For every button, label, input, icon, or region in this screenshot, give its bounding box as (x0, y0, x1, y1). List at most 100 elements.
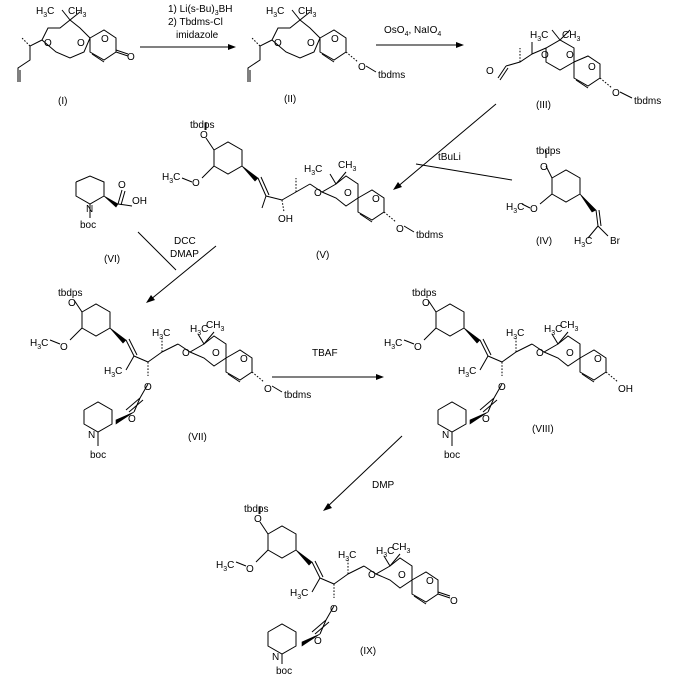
tbdms-label: tbdms (634, 96, 661, 107)
tbdps-label: tbdps (412, 288, 436, 299)
atom-O: O (372, 194, 380, 205)
atom-O: O (144, 382, 152, 393)
atom-O: O (246, 564, 254, 575)
atom-O: O (192, 178, 200, 189)
reagent-step-3: tBuLi (438, 152, 461, 163)
compound-label-II: (II) (284, 94, 296, 105)
methyl-label: H3C (574, 236, 592, 249)
atom-O: O (118, 180, 126, 191)
bromine-label: Br (610, 236, 621, 247)
atom-O: O (331, 34, 339, 45)
methyl-label: CH3 (206, 320, 224, 333)
atom-O: O (60, 342, 68, 353)
methyl-label: H3C (530, 30, 548, 43)
tbdps-label: tbdps (190, 120, 214, 131)
methyl-label: H3C (304, 164, 322, 177)
reagent-step-6: DMP (372, 480, 395, 491)
atom-O: O (612, 88, 620, 99)
methyl-label: H3C (36, 6, 54, 19)
compound-V: tbdps O O H3C OH O O O O tbdms H3C CH3 (… (162, 120, 443, 261)
reagent-step-1-line-2: 2) Tbdms-Cl (168, 17, 223, 28)
reagent-step-4-line-1: DCC (174, 236, 196, 247)
atom-O: O (344, 188, 352, 199)
atom-O: O (541, 50, 549, 61)
atom-O: O (200, 130, 208, 141)
methyl-label: H3C (290, 588, 308, 601)
compound-II: O O O O tbdms H3C CH3 (II) (247, 6, 405, 105)
reagent-step-5: TBAF (312, 348, 338, 359)
boc-label: boc (444, 450, 460, 461)
methyl-label: H3C (376, 546, 394, 559)
compound-IX: tbdps O O H3C H3C O H3C O O O O H3C CH3 … (216, 504, 458, 677)
hydroxyl-label: OH (132, 196, 147, 207)
atom-O: O (127, 52, 135, 63)
atom-O: O (307, 38, 315, 49)
methyl-label: CH3 (562, 30, 580, 43)
methyl-label: CH3 (392, 542, 410, 555)
reagent-step-1-line-1: 1) Li(s-Bu)3BH (168, 4, 233, 17)
methyl-label: H3C (544, 324, 562, 337)
arrow-step-3 (393, 103, 513, 190)
tbdps-label: tbdps (58, 288, 82, 299)
atom-O: O (264, 384, 272, 395)
atom-O: O (566, 50, 574, 61)
compound-IV: tbdps O O H3C H3C Br (IV) (506, 146, 621, 249)
atom-O: O (101, 34, 109, 45)
boc-label: boc (90, 450, 106, 461)
atom-O: O (274, 38, 282, 49)
compound-III: O O O O O tbdms H3C CH3 (III) (486, 29, 661, 111)
methyl-label: H3C (216, 560, 234, 573)
nitrogen-label: N (88, 430, 95, 441)
compound-label-V: (V) (316, 250, 329, 261)
atom-O: O (128, 414, 136, 425)
nitrogen-label: N (272, 652, 279, 663)
methyl-label: H3C (162, 172, 180, 185)
methyl-label: H3C (30, 338, 48, 351)
reagent-step-4-line-2: DMAP (170, 249, 199, 260)
atom-O: O (426, 576, 434, 587)
methyl-label: H3C (506, 328, 524, 341)
atom-O: O (182, 348, 190, 359)
compound-VIII: tbdps O O H3C H3C O H3C O O O OH H3C CH3… (384, 288, 633, 461)
atom-O: O (422, 298, 430, 309)
atom-O: O (68, 298, 76, 309)
atom-O: O (44, 38, 52, 49)
atom-O: O (588, 62, 596, 73)
arrow-step-6 (323, 435, 403, 511)
compound-I: O O O O H3C CH3 (I) (17, 6, 135, 107)
atom-O: O (212, 348, 220, 359)
compound-label-IV: (IV) (536, 236, 552, 247)
compound-VII: tbdps O O H3C H3C O H3C O O O O tbdms H3… (30, 288, 311, 461)
atom-O: O (77, 38, 85, 49)
atom-O: O (254, 514, 262, 525)
methyl-label: H3C (458, 366, 476, 379)
atom-O: O (594, 354, 602, 365)
atom-O: O (498, 382, 506, 393)
hydroxyl-label: OH (618, 384, 633, 395)
methyl-label: CH3 (298, 6, 316, 19)
arrow-step-5 (272, 374, 384, 380)
atom-O: O (566, 348, 574, 359)
arrow-step-4 (137, 231, 217, 303)
tbdms-label: tbdms (284, 390, 311, 401)
boc-label: boc (276, 666, 292, 677)
tbdps-label: tbdps (244, 504, 268, 515)
methyl-label: H3C (338, 550, 356, 563)
compound-VI: N O OH boc (VI) (75, 175, 147, 265)
methyl-label: H3C (152, 328, 170, 341)
atom-O: O (396, 224, 404, 235)
methyl-label: H3C (266, 6, 284, 19)
methyl-label: CH3 (560, 320, 578, 333)
reagent-step-1-line-3: imidazole (176, 30, 219, 41)
methyl-label: CH3 (338, 160, 356, 173)
methyl-label: H3C (190, 324, 208, 337)
methyl-label: H3C (506, 202, 524, 215)
compound-label-VI: (VI) (104, 254, 120, 265)
atom-O: O (240, 354, 248, 365)
arrow-step-2 (376, 42, 464, 48)
methyl-label: H3C (104, 366, 122, 379)
arrow-step-1 (140, 44, 236, 50)
compound-label-IX: (IX) (360, 646, 376, 657)
compound-label-III: (III) (536, 100, 551, 111)
